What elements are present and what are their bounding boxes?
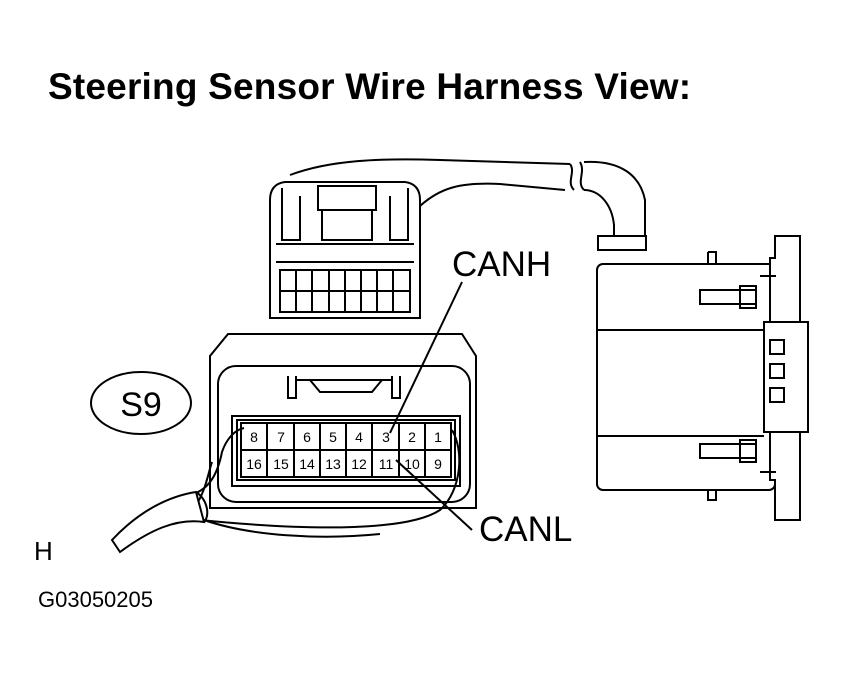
- pin-5: 5: [329, 429, 337, 445]
- pin-2: 2: [408, 429, 416, 445]
- harness-side-label: H: [34, 536, 53, 566]
- connector-code-bubble: S9: [90, 371, 192, 435]
- pin-15: 15: [273, 456, 289, 472]
- pin-3: 3: [382, 429, 390, 445]
- pin-8: 8: [250, 429, 258, 445]
- harness-cable: [289, 158, 647, 251]
- plug-pin-grid: [279, 269, 411, 313]
- pin-12: 12: [351, 456, 367, 472]
- figure-id: G03050205: [38, 587, 153, 612]
- pin-10: 10: [404, 456, 420, 472]
- pin-7: 7: [277, 429, 285, 445]
- pin-grid: 8 7 6 5 4 3 2 1 16 15 14 13 12 11 10 9: [240, 422, 452, 478]
- canh-leader: [389, 281, 463, 434]
- diagram-title: Steering Sensor Wire Harness View:: [48, 66, 692, 107]
- pin-14: 14: [299, 456, 315, 472]
- canl-leader: [395, 459, 473, 531]
- connector-code: S9: [120, 386, 162, 424]
- main-connector: [209, 333, 477, 509]
- pin-1: 1: [434, 429, 442, 445]
- pin-4: 4: [355, 429, 363, 445]
- pin-9: 9: [434, 456, 442, 472]
- pin-16: 16: [246, 456, 262, 472]
- connector-wires: [110, 427, 461, 554]
- pin-6: 6: [303, 429, 311, 445]
- canh-label: CANH: [452, 245, 551, 284]
- pin-13: 13: [325, 456, 341, 472]
- harness-plug: [269, 181, 421, 319]
- side-connector: [596, 235, 809, 521]
- pin-11: 11: [379, 456, 394, 472]
- canl-label: CANL: [479, 510, 572, 549]
